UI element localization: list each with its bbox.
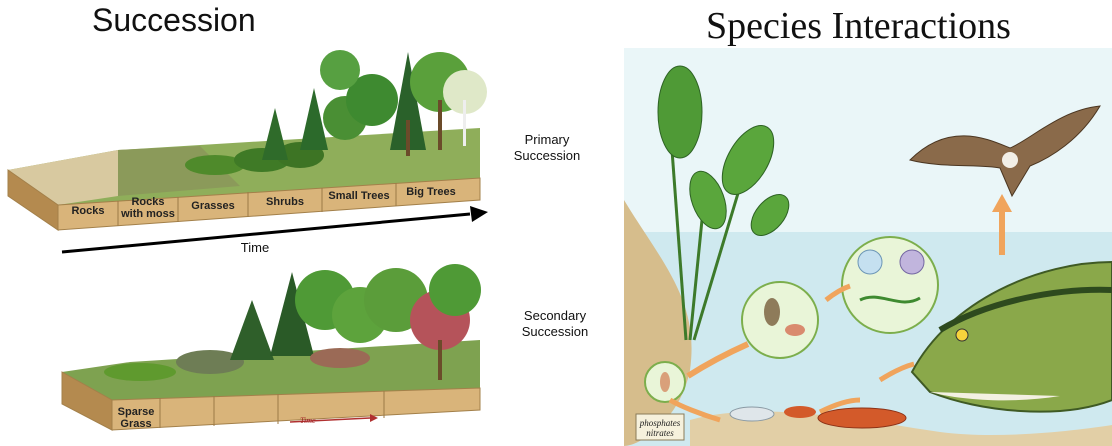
secondary-time-label: Time — [300, 416, 316, 425]
hawk-head — [1002, 152, 1018, 168]
stage-label-rocks: Rocks — [71, 205, 105, 217]
zooplankton-bubble — [841, 236, 939, 334]
bass-belly — [930, 392, 1060, 401]
plant-stem — [688, 179, 708, 341]
big-tree — [390, 52, 426, 150]
trunk — [438, 340, 442, 380]
time-arrow-line — [61, 212, 471, 254]
stage-label-shrubs: Shrubs — [266, 196, 304, 208]
primary-side-face — [7, 169, 59, 231]
lake-floor — [690, 411, 1112, 446]
conifer — [270, 272, 314, 356]
crayfish — [817, 407, 907, 429]
shrub-clump — [310, 348, 370, 368]
bass-fish — [910, 260, 1112, 413]
trunk — [438, 100, 442, 150]
shore-bank — [624, 200, 692, 446]
small-fish — [729, 406, 775, 422]
plankton-cell — [857, 249, 883, 275]
plant-stem — [692, 179, 744, 341]
small-tree — [300, 88, 328, 150]
birch-tree — [443, 70, 487, 114]
succession-title: Succession — [92, 2, 256, 38]
plant-leaf — [721, 125, 775, 195]
water-background — [624, 232, 1112, 446]
conifer — [230, 300, 274, 360]
stage-label-grasses: Grasses — [191, 200, 235, 212]
trunk — [463, 100, 466, 146]
shrub-clump — [176, 350, 244, 374]
big-tree — [320, 50, 360, 90]
plankton-cell — [764, 298, 780, 326]
arrow-bacteria-to-plankton — [686, 341, 750, 379]
primary-time-label: Time — [240, 240, 270, 255]
plankton-cell — [785, 324, 805, 336]
algae-strand — [859, 295, 921, 304]
secondary-top-surface — [62, 340, 480, 400]
trunk — [406, 120, 410, 156]
stage-label-small-trees: Small Trees — [328, 190, 390, 202]
secondary-time-arrow-head — [370, 414, 378, 422]
arrow-plankton-to-zoo — [824, 283, 851, 302]
sky-background — [624, 48, 1112, 446]
time-arrow-head — [470, 206, 488, 222]
arrow-crayfish-loop — [818, 397, 861, 415]
secondary-side-face — [61, 371, 113, 431]
bacteria-bubble — [644, 361, 686, 403]
arrow-head — [992, 194, 1012, 212]
tree — [346, 74, 398, 126]
primary-succession-block — [7, 50, 487, 231]
species-interactions-title: Species Interactions — [706, 5, 1011, 47]
secondary-time-arrow — [289, 417, 371, 423]
secondary-succession-block — [61, 264, 481, 431]
plant-leaf — [750, 194, 790, 236]
crayfish-claw — [784, 406, 816, 418]
succession-illustration — [7, 50, 488, 431]
deciduous-tree — [429, 264, 481, 316]
bass-stripe — [938, 286, 1112, 333]
bass-eye — [955, 328, 969, 342]
small-tree — [262, 108, 288, 160]
plant-leaf — [689, 170, 727, 230]
hawk — [909, 105, 1101, 198]
plant-leaf — [657, 65, 703, 159]
grass-clump — [185, 155, 245, 175]
bacteria-cell — [660, 372, 670, 392]
phytoplankton-bubble — [741, 281, 819, 359]
plankton-cell — [899, 249, 925, 275]
plant-stem — [670, 149, 688, 341]
stage-label-big-trees: Big Trees — [406, 186, 456, 198]
arrow-to-fish — [878, 361, 915, 383]
arrow-nutrients-to-bacteria — [668, 397, 721, 423]
sparse-grass — [104, 363, 176, 381]
